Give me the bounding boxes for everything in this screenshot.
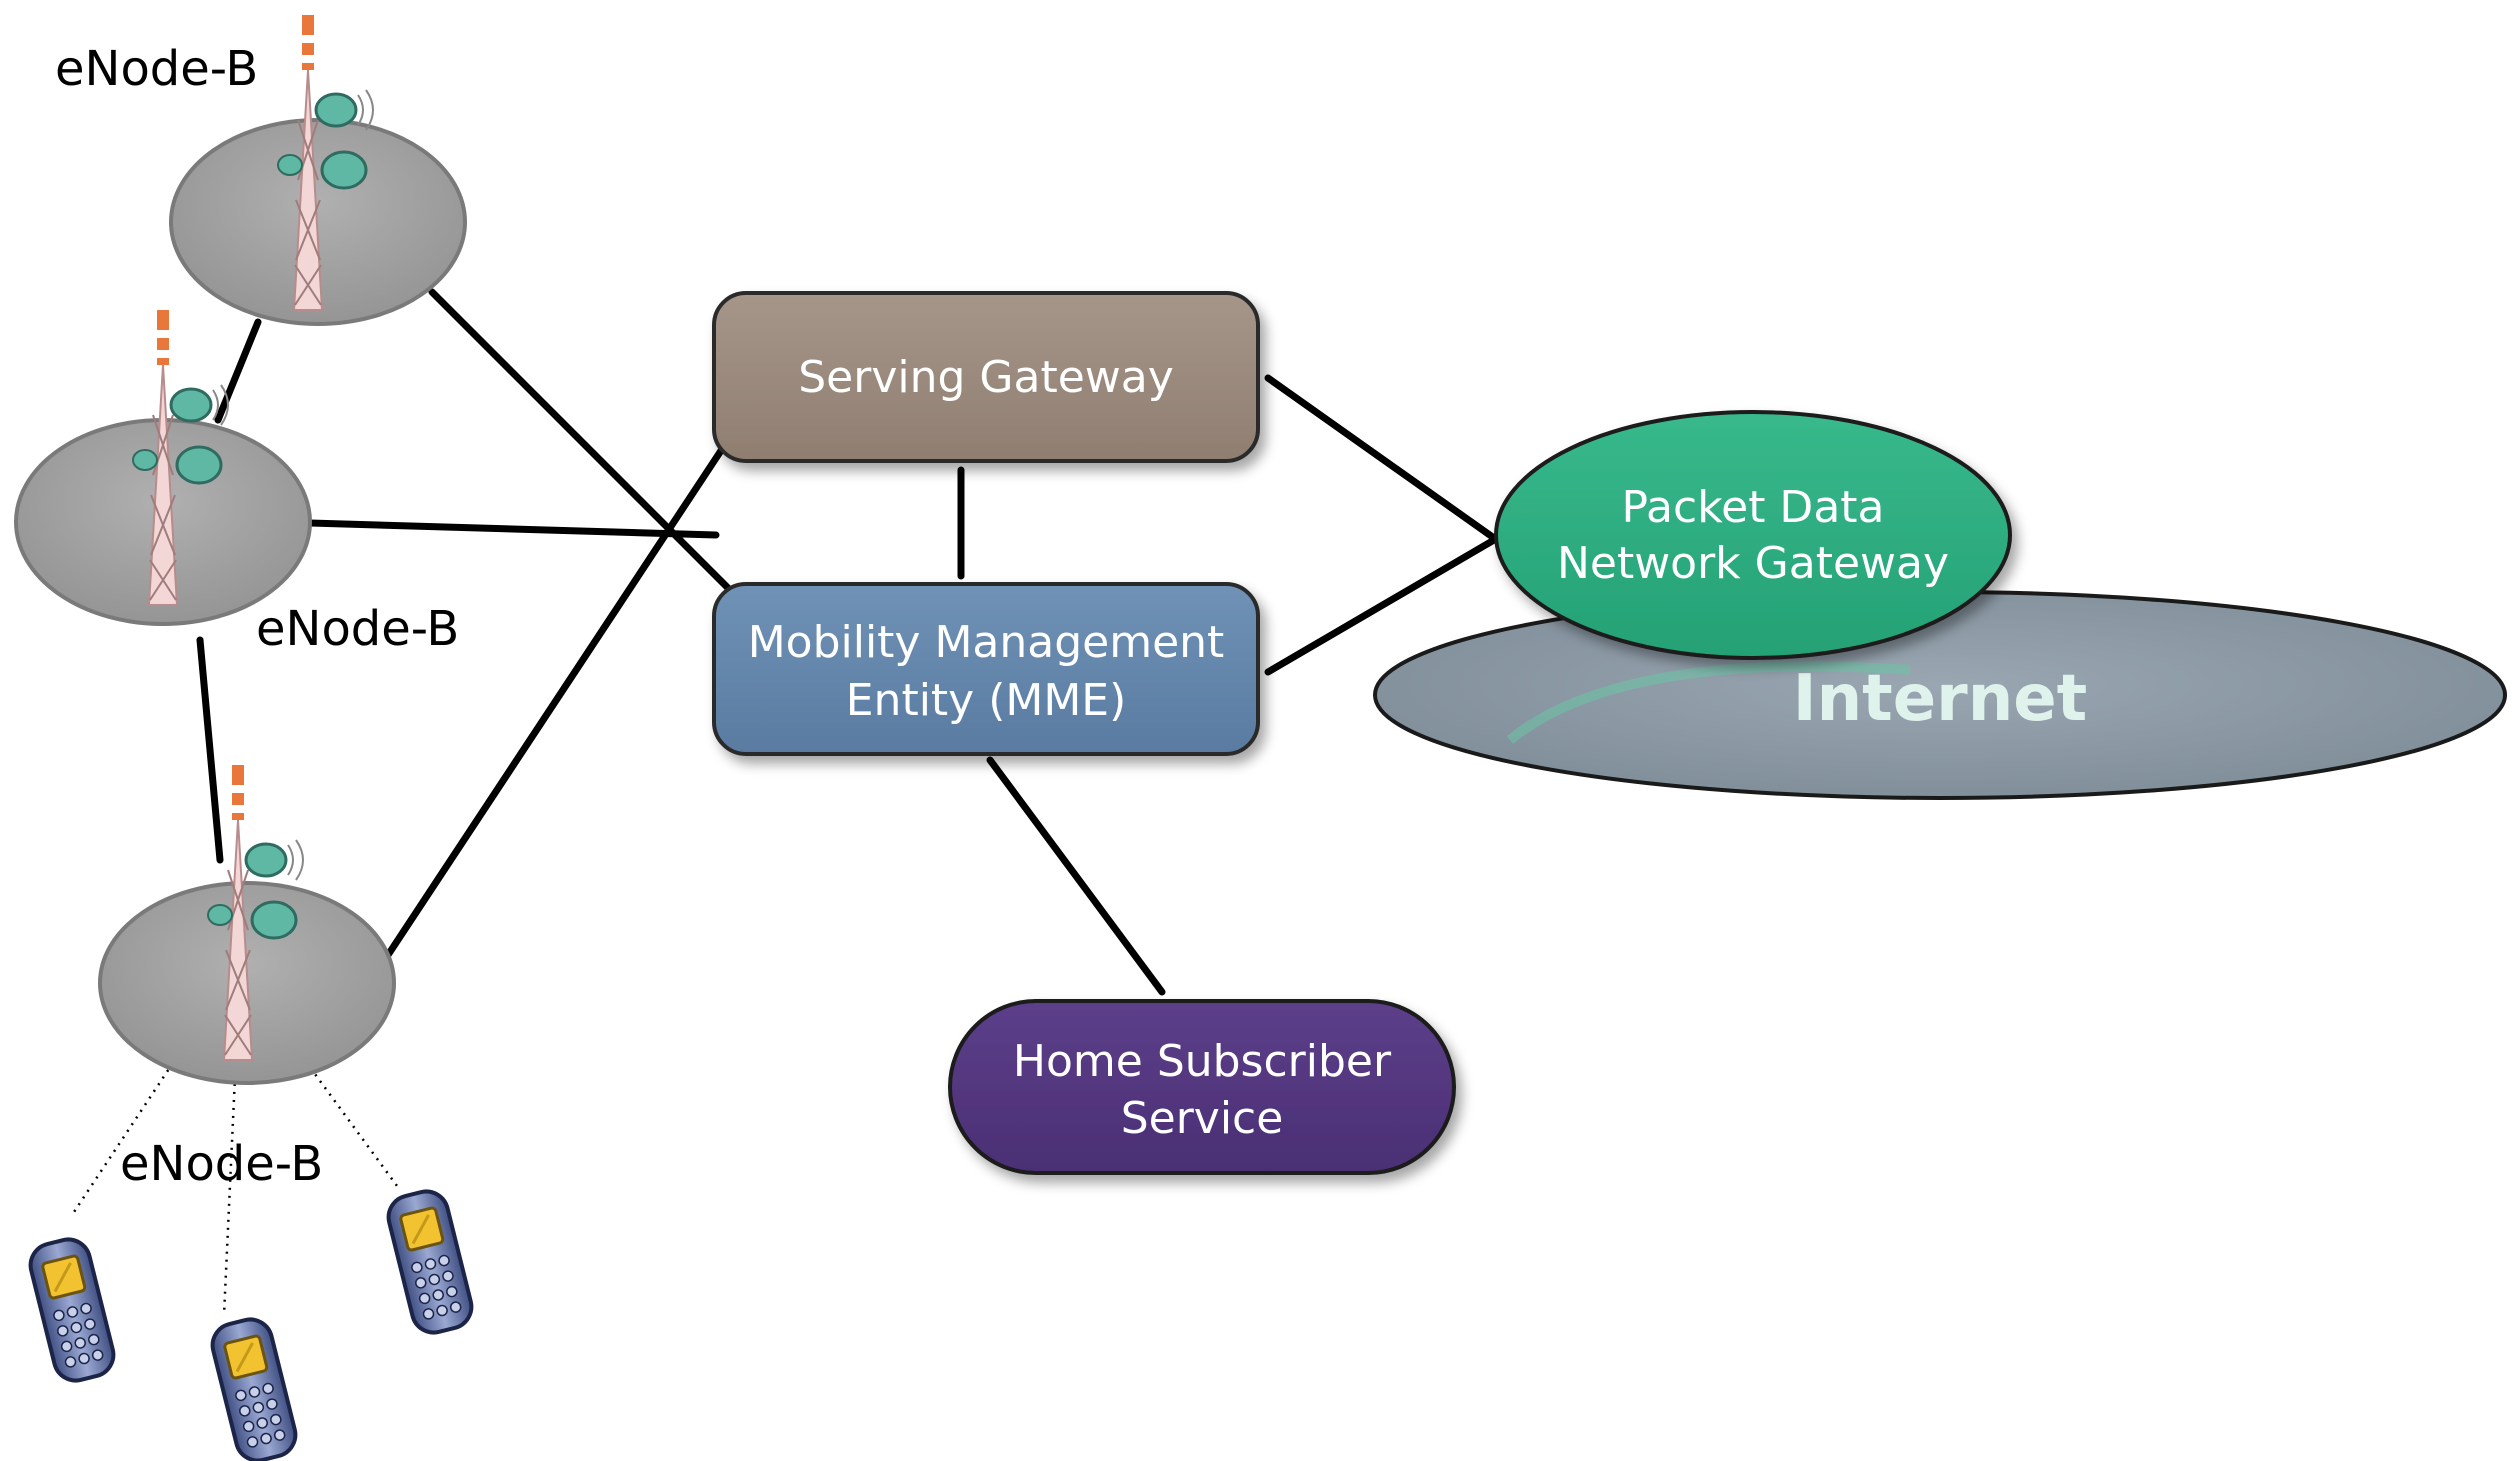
serving-gateway-node: Serving Gateway xyxy=(712,291,1260,463)
mobile-phones xyxy=(23,1184,479,1461)
enodeb-bottom: eNode-B xyxy=(98,763,396,1192)
link-mme-pdn xyxy=(1264,536,1498,676)
link-enodeb2-enodeb3 xyxy=(196,636,224,864)
mme-label-line1: Mobility Management xyxy=(748,617,1225,668)
hss-label-line1: Home Subscriber xyxy=(1013,1036,1392,1087)
mobile-phone-icon xyxy=(205,1312,303,1461)
internet-node: Internet xyxy=(1373,590,2507,800)
link-enodeb2-mme xyxy=(306,519,720,539)
link-enodeb3-sgw xyxy=(384,436,732,959)
enodeb-label-middle: eNode-B xyxy=(256,601,459,657)
serving-gateway-label: Serving Gateway xyxy=(798,352,1174,403)
pdn-gateway-node: Packet Data Network Gateway xyxy=(1494,410,2012,660)
internet-label: Internet xyxy=(1793,662,2088,736)
enodeb-label-top: eNode-B xyxy=(55,41,258,97)
mobile-phone-icon xyxy=(381,1184,479,1340)
enodeb-middle: eNode-B xyxy=(14,308,459,657)
pdn-gateway-label-line1: Packet Data xyxy=(1622,482,1885,533)
link-enodeb1-mme xyxy=(428,288,744,604)
link-enodeb1-enodeb2 xyxy=(214,318,262,424)
link-mme-hss xyxy=(986,756,1166,996)
mme-node: Mobility Management Entity (MME) xyxy=(712,582,1260,756)
pdn-gateway-label-line2: Network Gateway xyxy=(1557,538,1949,589)
enodeb-label-bottom: eNode-B xyxy=(120,1136,323,1192)
link-sgw-pdn xyxy=(1264,374,1498,542)
hss-node: Home Subscriber Service xyxy=(948,999,1456,1175)
mme-label-line2: Entity (MME) xyxy=(846,675,1127,726)
enodeb-top: eNode-B xyxy=(55,13,467,326)
mobile-phone-icon xyxy=(23,1232,121,1388)
connection-links xyxy=(196,288,1498,996)
hss-label-line2: Service xyxy=(1121,1093,1284,1144)
